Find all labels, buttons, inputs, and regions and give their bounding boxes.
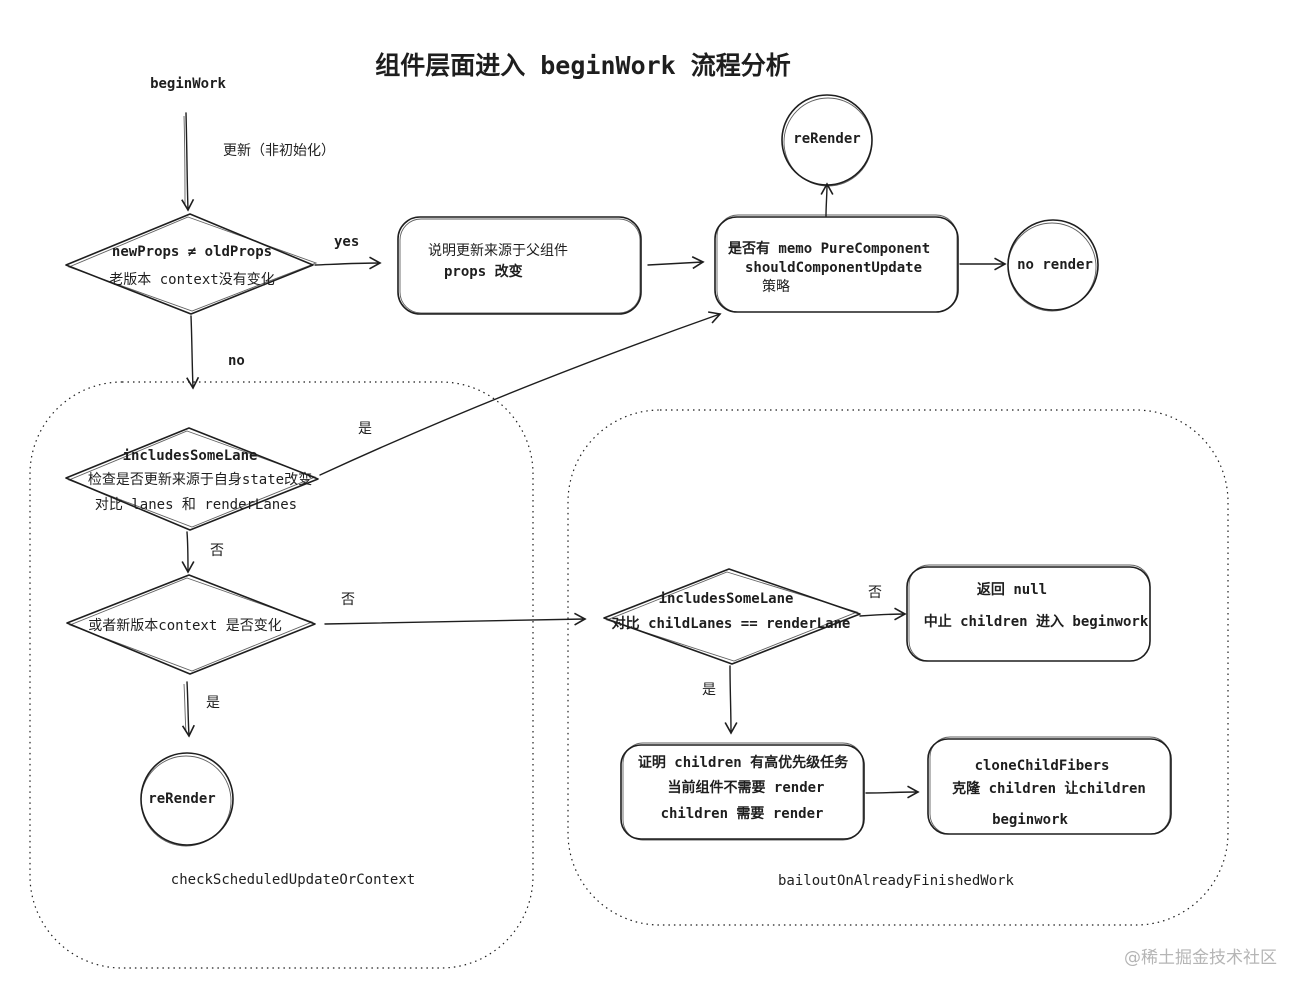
diamond3-line1: 或者新版本context 是否变化 bbox=[88, 618, 281, 634]
prove-box-line1: 证明 children 有高优先级任务 bbox=[638, 754, 849, 771]
edge-label-shi-2: 是 bbox=[206, 695, 220, 711]
edge-label-fou-1: 否 bbox=[210, 543, 224, 559]
diamond2-line3: 对比 lanes 和 renderLanes bbox=[95, 497, 297, 513]
diamond4-line1: includesSomeLane bbox=[659, 591, 794, 607]
group-check-scheduled bbox=[29, 381, 534, 969]
arrow-fou-1 bbox=[181, 531, 195, 574]
diamond2-line2: 检查是否更新来源于自身state改变 bbox=[88, 472, 312, 488]
arrow-fou-2 bbox=[324, 612, 587, 626]
edge-label-fou-2: 否 bbox=[341, 592, 355, 608]
arrow-shi-2 bbox=[181, 681, 195, 738]
diamond2-line1: includesSomeLane bbox=[123, 448, 258, 464]
arrow-fou-3 bbox=[859, 607, 907, 621]
clone-box-line1: cloneChildFibers bbox=[975, 758, 1110, 774]
arrow-shi-to-memo bbox=[319, 311, 722, 476]
decision-child-lanes bbox=[603, 568, 861, 665]
return-null-line2: 中止 children 进入 beginwork bbox=[924, 613, 1149, 630]
parent-box-line2: props 改变 bbox=[444, 263, 523, 280]
diamond1-line2: 老版本 context没有变化 bbox=[109, 272, 274, 288]
arrow-memo-to-rerender bbox=[820, 182, 834, 217]
clone-box-line2: 克隆 children 让children bbox=[952, 780, 1146, 797]
edge-label-shi-1: 是 bbox=[358, 421, 372, 437]
decision-props-changed bbox=[65, 213, 314, 315]
no-render-label: no render bbox=[1017, 257, 1093, 273]
edge-label-update: 更新（非初始化） bbox=[223, 142, 335, 159]
arrow-no bbox=[186, 315, 200, 390]
group-bailout bbox=[567, 409, 1229, 926]
start-label: beginWork bbox=[150, 76, 226, 92]
diamond4-line2: 对比 childLanes == renderLane bbox=[612, 615, 851, 632]
memo-box-line3: 策略 bbox=[762, 278, 790, 295]
edge-label-shi-3: 是 bbox=[702, 682, 716, 698]
group-left-label: checkScheduledUpdateOrContext bbox=[171, 872, 415, 888]
prove-box-line2: 当前组件不需要 render bbox=[667, 779, 824, 796]
return-null-line1: 返回 null bbox=[977, 581, 1047, 598]
prove-box-line3: children 需要 render bbox=[661, 805, 824, 822]
watermark: @稀土掘金技术社区 bbox=[1124, 948, 1277, 968]
rerender-top-label: reRender bbox=[793, 131, 860, 147]
arrow-yes bbox=[314, 256, 382, 270]
arrow-shi-3 bbox=[724, 665, 738, 735]
rerender-bottom-label: reRender bbox=[148, 791, 215, 807]
edge-label-no: no bbox=[228, 353, 245, 369]
memo-box-line1: 是否有 memo PureComponent bbox=[728, 240, 930, 257]
decision-includes-some-lane bbox=[65, 427, 319, 531]
box-children-priority bbox=[620, 744, 865, 840]
group-right-label: bailoutOnAlreadyFinishedWork bbox=[778, 873, 1015, 889]
memo-box-line2: shouldComponentUpdate bbox=[745, 260, 922, 276]
edge-label-fou-3: 否 bbox=[868, 585, 882, 601]
arrow-prove-to-clone bbox=[865, 785, 920, 799]
box-parent-update bbox=[397, 216, 642, 315]
arrow-start-to-diamond1 bbox=[181, 112, 195, 212]
diamond1-line1: newProps ≠ oldProps bbox=[112, 244, 272, 260]
clone-box-line3: beginwork bbox=[992, 812, 1068, 828]
arrow-parent-to-memo bbox=[647, 256, 705, 270]
diagram-title: 组件层面进入 beginWork 流程分析 bbox=[375, 51, 791, 80]
edge-label-yes: yes bbox=[334, 234, 359, 250]
parent-box-line1: 说明更新来源于父组件 bbox=[428, 243, 568, 259]
decision-context-changed bbox=[66, 574, 316, 675]
